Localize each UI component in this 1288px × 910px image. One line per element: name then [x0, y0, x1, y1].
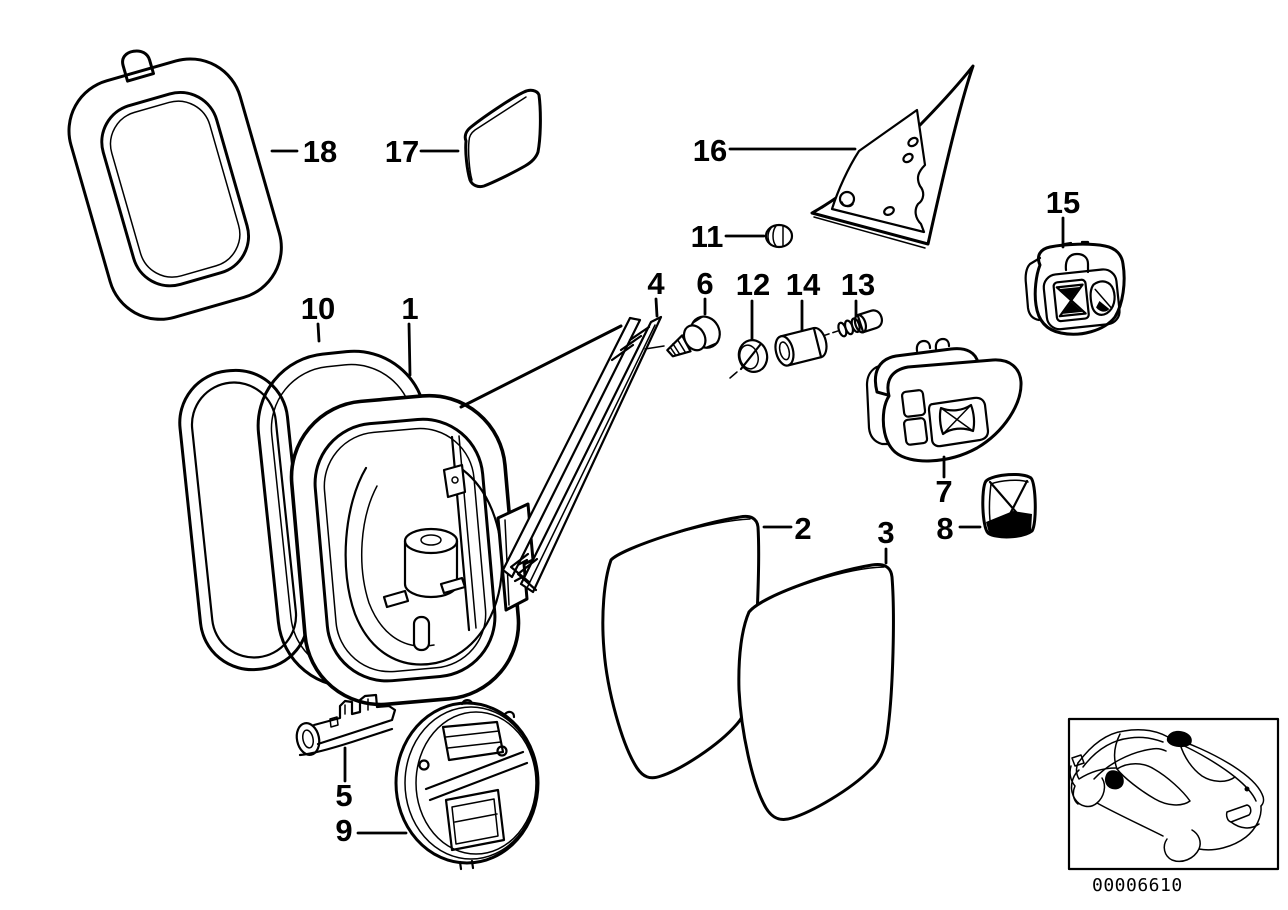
part-spacer-sleeve: [774, 326, 828, 367]
callout-15[interactable]: 15: [1046, 185, 1080, 249]
part-label-4[interactable]: 4: [647, 266, 665, 301]
part-adjusting-screw: [644, 315, 721, 358]
part-triangle-seal: [501, 315, 663, 594]
part-mirror-frame-ring: [67, 49, 283, 321]
part-triangle-bracket: [810, 64, 975, 249]
bracket-hole: [902, 152, 914, 164]
callout-16[interactable]: 16: [693, 133, 857, 168]
part-washer-cap: [729, 339, 769, 379]
part-label-18[interactable]: 18: [303, 134, 337, 169]
callout-1[interactable]: 1: [401, 291, 419, 377]
part-mirror-housing: [289, 393, 535, 707]
switch-unit-button: [927, 396, 990, 448]
car-mirror-highlight: [1104, 770, 1124, 790]
part-grommet-nut: [764, 223, 794, 249]
callout-12[interactable]: 12: [736, 267, 770, 341]
part-switch-unit: [865, 337, 1023, 463]
part-label-9[interactable]: 9: [335, 813, 352, 848]
part-label-1[interactable]: 1: [401, 291, 418, 326]
part-label-7[interactable]: 7: [935, 474, 952, 509]
callout-9[interactable]: 9: [335, 813, 408, 848]
part-retaining-clip: [295, 693, 397, 757]
part-label-5[interactable]: 5: [335, 778, 352, 813]
part-mirror-glass-right: [737, 563, 895, 822]
part-mirror-glass-left: [601, 514, 761, 780]
part-label-13[interactable]: 13: [841, 267, 875, 302]
callout-3[interactable]: 3: [877, 515, 895, 565]
part-bolt: [823, 309, 884, 338]
part-label-15[interactable]: 15: [1046, 185, 1080, 220]
callout-18[interactable]: 18: [270, 134, 337, 169]
part-switch-knob: [981, 472, 1037, 539]
part-mirror-switch: [1024, 240, 1126, 336]
callout-6[interactable]: 6: [696, 266, 714, 316]
diagram-id-code: 00006610: [1092, 875, 1183, 896]
part-label-2[interactable]: 2: [794, 511, 811, 546]
part-mirror-actuator: [394, 699, 540, 871]
car-outline: [1069, 729, 1265, 863]
part-label-8[interactable]: 8: [936, 511, 953, 546]
part-label-17[interactable]: 17: [385, 134, 419, 169]
car-mirror-highlight: [1166, 730, 1192, 748]
callout-5[interactable]: 5: [335, 746, 353, 813]
part-cover-plate: [463, 88, 542, 189]
inset-frame: [1067, 717, 1280, 871]
part-label-10[interactable]: 10: [301, 291, 335, 326]
callout-11[interactable]: 11: [691, 219, 766, 254]
callouts: 18 17 16 11 15 10 1 4: [270, 133, 1080, 848]
callout-8[interactable]: 8: [936, 511, 982, 546]
callout-17[interactable]: 17: [385, 134, 460, 169]
part-label-12[interactable]: 12: [736, 267, 770, 302]
bracket-hole: [883, 206, 895, 216]
callout-2[interactable]: 2: [762, 511, 812, 546]
bracket-hole: [907, 136, 919, 148]
part-label-6[interactable]: 6: [696, 266, 713, 301]
switch-left-button: [1052, 278, 1090, 323]
callout-10[interactable]: 10: [301, 291, 335, 343]
part-label-14[interactable]: 14: [786, 267, 821, 302]
callout-4[interactable]: 4: [647, 266, 665, 318]
callout-14[interactable]: 14: [786, 267, 821, 332]
car-location-inset: 00006610: [1067, 717, 1280, 896]
callout-13[interactable]: 13: [841, 267, 875, 318]
part-label-11[interactable]: 11: [691, 219, 724, 254]
part-label-3[interactable]: 3: [877, 515, 894, 550]
switch-right-button: [1089, 280, 1116, 316]
callout-7[interactable]: 7: [935, 455, 953, 509]
part-label-16[interactable]: 16: [693, 133, 727, 168]
assembly-guide-line: [459, 324, 623, 409]
